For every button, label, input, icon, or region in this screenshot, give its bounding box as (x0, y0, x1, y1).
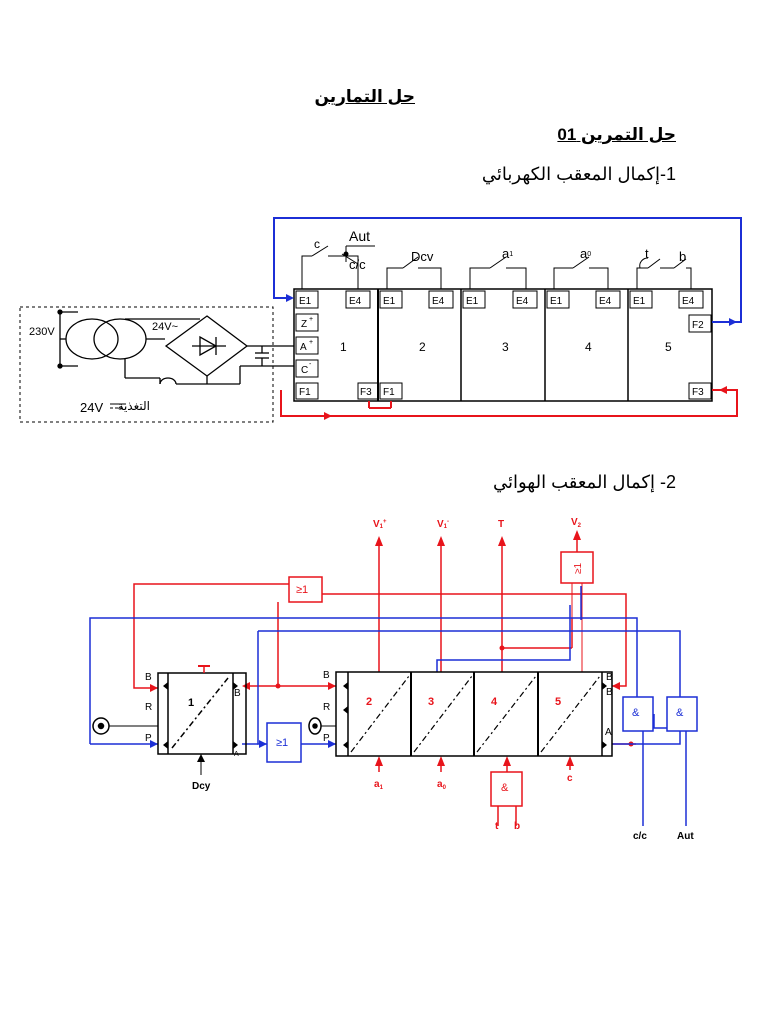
port-r: R (145, 702, 152, 713)
contact-cc-label: c/c (349, 257, 366, 272)
q1-heading: 1-إكمال المعقب الكهربائي (481, 164, 676, 184)
page-title: حل التمارين (314, 87, 415, 106)
q2-heading: 2- إكمال المعقب الهوائي (492, 472, 676, 492)
supply-caption: التغذية (118, 399, 150, 413)
contact-t-label: t (645, 246, 649, 261)
feedback-wire-blue (273, 217, 742, 326)
module-number: 5 (555, 696, 561, 708)
input-c-label: c (567, 773, 573, 784)
output-v1-minus: V1- (437, 519, 449, 530)
svg-text:+: + (309, 339, 313, 346)
terminal-e4: E4 (599, 296, 612, 307)
input-aut-label: Aut (677, 831, 694, 842)
or-gate-top-label: ≥1 (296, 584, 308, 596)
port-a: A (605, 727, 612, 738)
module-number: 4 (585, 340, 592, 354)
feedback-wire-red (280, 386, 738, 420)
and-gate-aut (666, 696, 698, 732)
module-number: 1 (188, 697, 194, 709)
terminal-c: C (301, 365, 308, 376)
contacts (301, 245, 692, 289)
terminal-e4: E4 (682, 296, 695, 307)
voltage-dc-label: 24V (80, 400, 103, 415)
terminal-f1: F1 (299, 387, 311, 398)
rectifier-bridge-icon (159, 315, 294, 385)
output-lines (375, 530, 581, 672)
pressure-source-icon (92, 717, 158, 735)
module-number: 2 (366, 696, 372, 708)
output-v1-plus: V1+ (373, 519, 387, 530)
input-dcy-label: Dcy (192, 781, 211, 792)
power-supply-box (19, 306, 274, 423)
contact-a1-label: a1 (502, 246, 513, 261)
pressure-source-icon (308, 717, 336, 735)
or-gate-middle (266, 722, 302, 763)
port-b: B (234, 688, 241, 699)
terminal-a: A (300, 342, 307, 353)
input-b-label: b (514, 821, 520, 832)
terminal-e4: E4 (349, 296, 362, 307)
junction-dot (275, 683, 281, 689)
module-number: 3 (502, 340, 509, 354)
contact-b-label: b (679, 249, 686, 264)
port-a: A (234, 751, 239, 758)
terminal-z: Z (301, 319, 307, 330)
port-p: P (323, 733, 330, 744)
terminal-e4: E4 (516, 296, 529, 307)
and-gate-cc (622, 696, 654, 732)
port-b: B (323, 670, 330, 681)
and-gate-cc-label: & (632, 707, 640, 719)
terminal-e1: E1 (633, 296, 646, 307)
svg-text:+: + (309, 316, 313, 323)
svg-text:-: - (309, 361, 312, 368)
or-gate-top (288, 576, 323, 603)
output-t: T (498, 519, 504, 530)
port-b: B (145, 672, 152, 683)
output-v2: V2 (571, 517, 582, 529)
terminal-e1: E1 (550, 296, 563, 307)
input-a1-label: a1 (374, 779, 384, 791)
exercise-title: حل التمرين 01 (557, 125, 676, 144)
modules-2-5 (335, 671, 613, 757)
voltage-ac-label: 24V~ (152, 321, 178, 333)
contact-aut-label: Aut (349, 228, 370, 244)
port-b: B (606, 687, 613, 698)
blue-wiring (89, 586, 687, 826)
terminal-e1: E1 (383, 296, 396, 307)
or-gate-middle-label: ≥1 (276, 737, 288, 749)
module-number: 5 (665, 340, 672, 354)
terminal-e1: E1 (299, 296, 312, 307)
input-t-label: t (495, 821, 499, 832)
port-r: R (323, 702, 330, 713)
module-number: 2 (419, 340, 426, 354)
terminal-e1: E1 (466, 296, 479, 307)
module-number: 1 (340, 340, 347, 354)
junction-dot (499, 645, 505, 651)
or-gate-v2-label: ≥1 (573, 563, 584, 574)
input-a0-label: a0 (437, 779, 447, 791)
and-gate-tb-label: & (501, 782, 509, 794)
transformer-icon (57, 309, 200, 379)
terminal-f3: F3 (360, 387, 372, 398)
module-number: 3 (428, 696, 434, 708)
and-gate-aut-label: & (676, 707, 684, 719)
and-gate-tb (490, 771, 523, 807)
or-gate-v2 (560, 551, 594, 584)
terminal-f2: F2 (692, 320, 704, 331)
input-cc-label: c/c (633, 831, 647, 842)
sequencer-modules (293, 288, 713, 402)
terminal-f3: F3 (692, 387, 704, 398)
terminal-f1: F1 (383, 387, 395, 398)
module-number: 4 (491, 696, 498, 708)
contact-a0-label: a0 (580, 246, 591, 261)
terminal-e4: E4 (432, 296, 445, 307)
contact-c-label: c (314, 237, 320, 251)
voltage-in-label: 230V (29, 326, 55, 338)
port-b: B (606, 672, 613, 683)
port-p: P (145, 733, 152, 744)
contact-dcy-label: Dcv (411, 249, 434, 264)
